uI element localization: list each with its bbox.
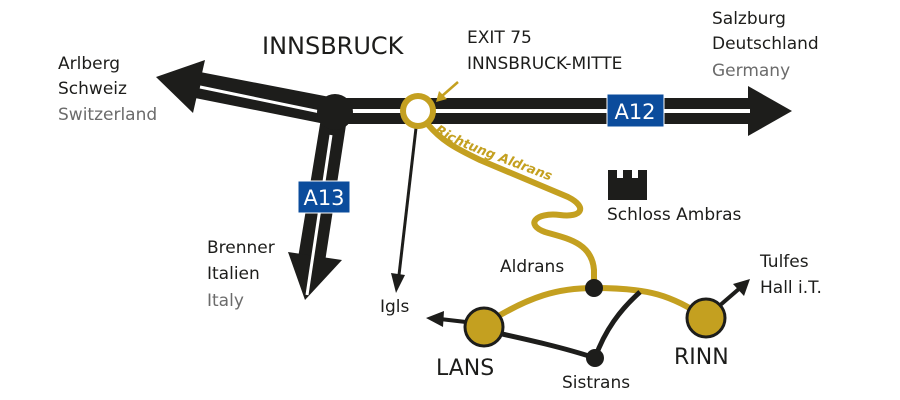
south-dest-2: Italien xyxy=(207,264,260,284)
west-dest-3: Switzerland xyxy=(58,105,157,125)
sistrans-dot xyxy=(586,349,604,367)
a13-badge: A13 xyxy=(297,180,351,214)
igls-label: Igls xyxy=(380,297,410,317)
exit-75-marker xyxy=(400,93,436,129)
east-dest-1: Salzburg xyxy=(712,9,786,29)
east-dest-3: Germany xyxy=(712,61,790,81)
route-label: Richtung Aldrans xyxy=(432,123,554,185)
east-dest-2: Deutschland xyxy=(712,34,819,54)
west-dest-1: Arlberg xyxy=(58,54,120,74)
tulfes-arrow-from-rinn xyxy=(716,279,750,309)
rinn-marker xyxy=(685,297,727,339)
sistrans-road xyxy=(592,290,642,359)
exit-label-2: INNSBRUCK-MITTE xyxy=(467,54,622,74)
castle-icon xyxy=(608,170,647,200)
south-dest-3: Italy xyxy=(207,291,244,311)
tulfes-label: Tulfes xyxy=(759,252,809,272)
igls-road xyxy=(391,127,418,293)
aldrans-dot xyxy=(585,279,603,297)
aldrans-label: Aldrans xyxy=(500,257,564,277)
innsbruck-junction xyxy=(317,94,353,130)
igls-arrow-from-lans xyxy=(426,311,467,327)
svg-text:A12: A12 xyxy=(614,100,655,124)
sistrans-label: Sistrans xyxy=(562,373,630,393)
west-road xyxy=(156,60,335,126)
hall-label: Hall i.T. xyxy=(760,278,822,298)
lans-label: LANS xyxy=(436,356,494,381)
route-to-aldrans xyxy=(423,120,597,288)
lans-marker xyxy=(463,306,505,348)
exit-pointer-arrow xyxy=(436,81,459,102)
a12-badge: A12 xyxy=(606,93,665,128)
schloss-ambras-label: Schloss Ambras xyxy=(607,205,742,225)
rinn-label: RINN xyxy=(674,345,729,370)
exit-label-1: EXIT 75 xyxy=(467,28,532,48)
west-dest-2: Schweiz xyxy=(58,79,127,99)
svg-text:A13: A13 xyxy=(303,186,344,210)
south-dest-1: Brenner xyxy=(207,238,275,258)
city-label: INNSBRUCK xyxy=(262,32,405,60)
